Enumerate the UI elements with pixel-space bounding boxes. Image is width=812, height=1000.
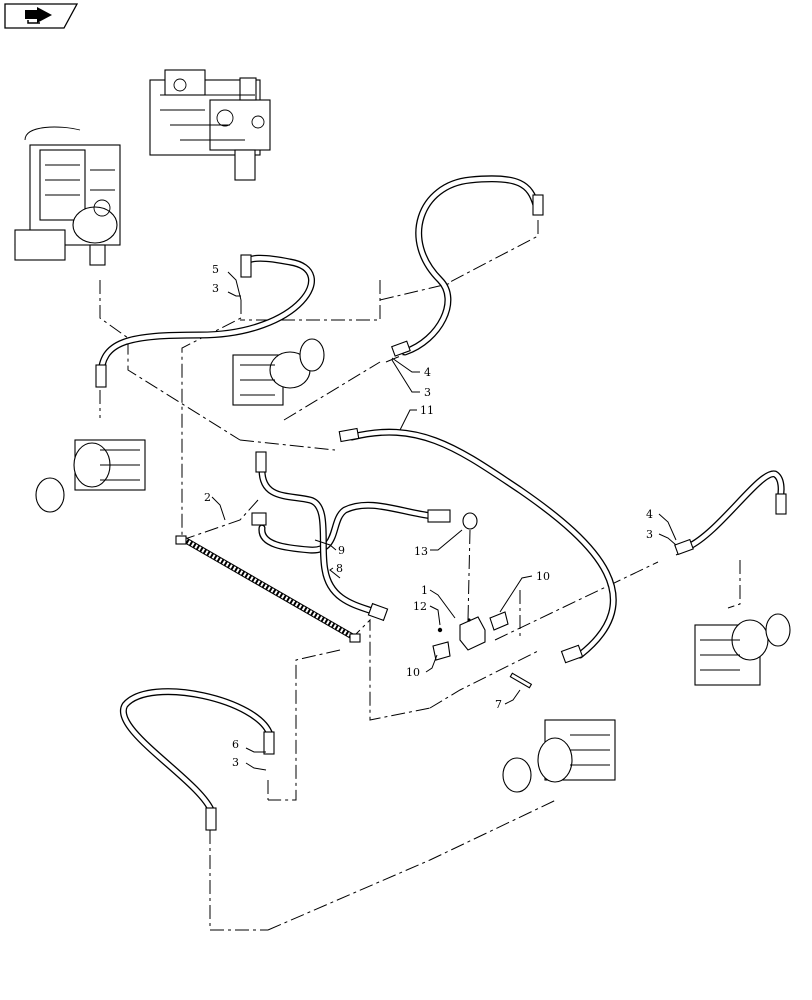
manifold-block-icon: [432, 611, 533, 689]
callout-4: 4: [646, 508, 653, 521]
callout-10: 10: [406, 666, 420, 679]
hydraulic-pump-icon: [14, 126, 121, 266]
return-arrow-icon: [25, 7, 52, 24]
hose-upper-left: [97, 254, 315, 382]
callout-5: 5: [212, 263, 219, 276]
callout-3: 3: [232, 756, 239, 769]
hose-11: [348, 428, 617, 659]
callout-8: 8: [336, 562, 343, 575]
nav-button[interactable]: [4, 3, 79, 29]
drive-motor-icon: [35, 439, 146, 513]
center-lines: [99, 220, 741, 931]
drive-motor-icon: [502, 719, 616, 793]
support-bar: [175, 535, 361, 643]
hose-8: [258, 466, 379, 616]
callout-9: 9: [338, 544, 345, 557]
leader-lines: [211, 271, 677, 771]
callout-2: 2: [204, 491, 211, 504]
fittings: [95, 194, 787, 831]
callout-6: 6: [232, 738, 239, 751]
callout-3: 3: [212, 282, 219, 295]
callout-11: 11: [420, 404, 434, 417]
hose-lower-left: [119, 688, 274, 816]
callout-7: 7: [495, 698, 502, 711]
callout-3: 3: [646, 528, 653, 541]
hose-9: [258, 501, 436, 554]
drive-motor-icon: [232, 338, 325, 406]
callout-1: 1: [421, 584, 428, 597]
callout-10: 10: [536, 570, 550, 583]
callout-12: 12: [413, 600, 427, 613]
hose-right: [684, 470, 785, 551]
drive-motor-icon: [694, 613, 791, 686]
hose-upper-right-loop: [401, 175, 540, 356]
callout-labels: 5 3 4 3 11 2 4 3 9 13 8 10 1 12 10 7 6 3: [204, 263, 653, 769]
hydraulic-pump-icon: [149, 69, 271, 181]
callout-3: 3: [424, 386, 431, 399]
callout-4: 4: [424, 366, 431, 379]
callout-13: 13: [414, 545, 428, 558]
